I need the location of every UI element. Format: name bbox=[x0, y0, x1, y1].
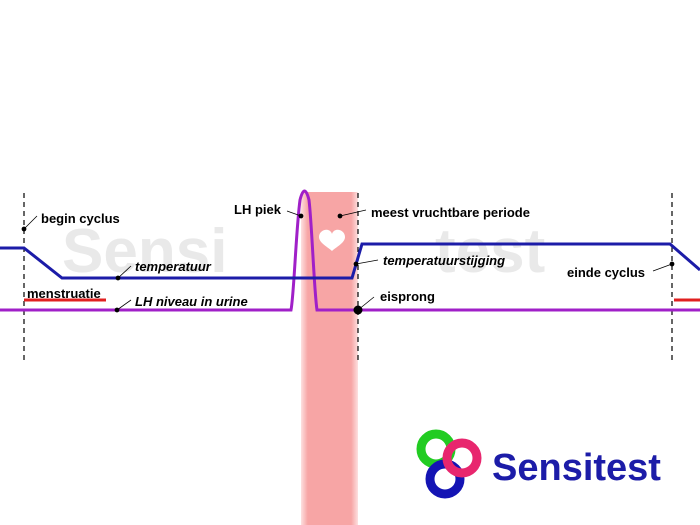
label-temperatuurstijging: temperatuurstijging bbox=[383, 253, 505, 268]
label-vruchtbare-periode: meest vruchtbare periode bbox=[371, 205, 530, 220]
watermark-test: test bbox=[435, 217, 545, 286]
annotation-pointers bbox=[21, 209, 675, 313]
sensitest-rings-logo bbox=[416, 429, 482, 499]
heart-icon bbox=[319, 229, 345, 251]
label-einde-cyclus: einde cyclus bbox=[567, 265, 645, 280]
ovulation-marker bbox=[353, 305, 363, 315]
watermark-sensi: Sensi bbox=[62, 217, 227, 286]
label-begin-cyclus: begin cyclus bbox=[41, 211, 120, 226]
label-menstruatie: menstruatie bbox=[27, 286, 101, 301]
lh-level-line bbox=[0, 189, 700, 312]
temperature-line bbox=[0, 242, 700, 280]
label-temperatuur: temperatuur bbox=[135, 259, 212, 274]
label-lh-piek: LH piek bbox=[234, 202, 282, 217]
brand-name: Sensitest bbox=[492, 447, 661, 489]
label-eisprong: eisprong bbox=[380, 289, 435, 304]
label-lh-niveau: LH niveau in urine bbox=[135, 294, 248, 309]
